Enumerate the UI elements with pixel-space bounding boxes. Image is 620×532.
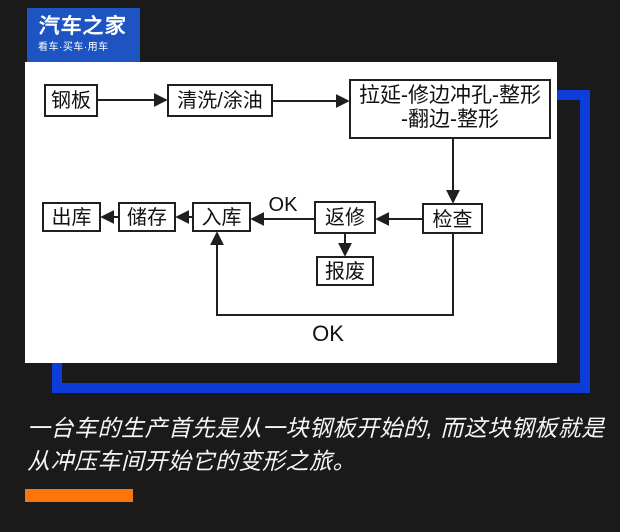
flow-node-storage: 储存 (118, 202, 176, 232)
flow-node-clean-oil: 清洗/涂油 (167, 84, 273, 117)
logo-subtitle: 看车·买车·用车 (38, 42, 109, 53)
flow-label-outbound: 出库 (52, 206, 92, 229)
flow-node-outbound: 出库 (42, 202, 101, 232)
caption-text: 一台车的生产首先是从一块钢板开始的, 而这块钢板就是 从冲压车间开始它的变形之旅… (27, 412, 607, 478)
flow-node-rework: 返修 (314, 201, 376, 234)
flow-ok-top-label: OK (269, 194, 299, 216)
stamping-process-flowchart: 钢板 清洗/涂油 拉延-修边冲孔-整形 -翻边-整形 出库 (42, 79, 551, 346)
flow-label-press-line1: 拉延-修边冲孔-整形 (359, 84, 541, 107)
flowchart-panel: 钢板 清洗/涂油 拉延-修边冲孔-整形 -翻边-整形 出库 (25, 62, 557, 363)
flow-node-scrap: 报废 (316, 256, 374, 286)
flow-label-inspect: 检查 (433, 208, 473, 231)
flow-label-storage: 储存 (127, 206, 167, 229)
flow-node-press-operations: 拉延-修边冲孔-整形 -翻边-整形 (349, 79, 551, 139)
flow-label-clean-oil: 清洗/涂油 (177, 89, 263, 112)
flow-label-rework: 返修 (325, 206, 365, 229)
caption-line-1: 一台车的生产首先是从一块钢板开始的, 而这块钢板就是 (27, 415, 605, 441)
flow-node-steel-plate: 钢板 (44, 84, 98, 117)
logo-title: 汽车之家 (38, 15, 128, 38)
accent-orange-bar (25, 489, 133, 502)
flow-label-steel-plate: 钢板 (51, 89, 91, 112)
flow-label-scrap: 报废 (325, 260, 365, 283)
flow-node-inspect: 检查 (422, 203, 483, 234)
flow-arrow-inspect-ok-loop-to-inbound (210, 231, 454, 316)
flow-label-press-line2: -翻边-整形 (401, 108, 499, 131)
caption-line-2: 从冲压车间开始它的变形之旅。 (27, 448, 356, 474)
autohome-logo: 汽车之家 看车·买车·用车 (27, 8, 140, 62)
flow-label-inbound: 入库 (202, 206, 242, 229)
flow-node-inbound: 入库 (192, 202, 251, 232)
flow-ok-bottom-label: OK (312, 321, 344, 346)
